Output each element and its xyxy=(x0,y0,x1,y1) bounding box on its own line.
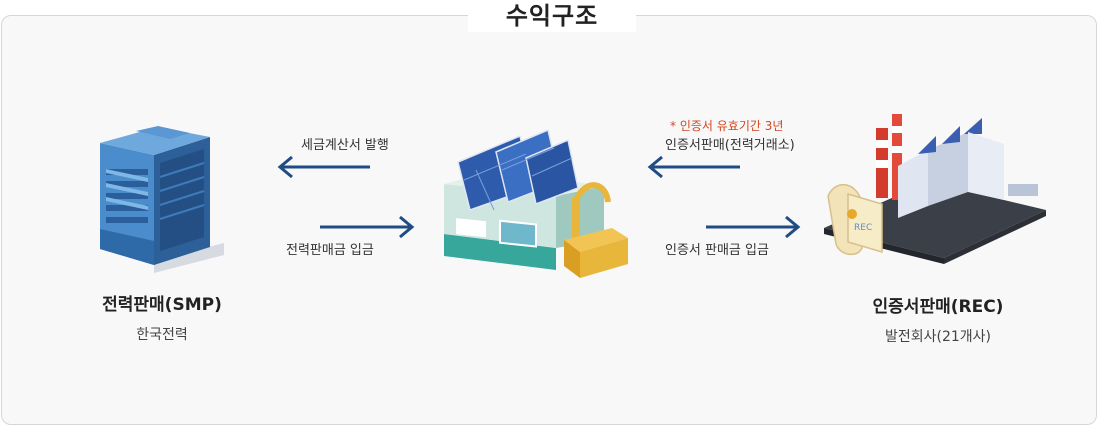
arrow-cert-payment xyxy=(706,215,801,239)
rec-subtitle: 발전회사(21개사) xyxy=(884,329,992,345)
arrow-cert-sale xyxy=(647,155,740,179)
tax-invoice-label: 세금계산서 발행 xyxy=(301,138,389,153)
solar-power-plant-icon xyxy=(444,128,628,278)
office-building-icon xyxy=(100,126,224,273)
rec-title: 인증서판매(REC) xyxy=(872,297,1004,317)
power-payment-label: 전력판매금 입금 xyxy=(286,243,374,258)
cert-validity-note: * 인증서 유효기간 3년 xyxy=(670,119,784,133)
rec-scroll-label: REC xyxy=(854,223,872,233)
cert-sale-label: 인증서판매(전력거래소) xyxy=(665,138,795,153)
diagram-title: 수익구조 xyxy=(505,2,599,30)
smp-subtitle: 한국전력 xyxy=(136,327,188,343)
smp-title: 전력판매(SMP) xyxy=(102,295,222,315)
title-container: 수익구조 xyxy=(468,0,636,32)
arrow-tax-invoice xyxy=(277,155,370,179)
arrow-power-payment xyxy=(320,215,415,239)
factory-icon: REC xyxy=(824,114,1046,264)
cert-payment-label: 인증서 판매금 입금 xyxy=(665,243,769,258)
